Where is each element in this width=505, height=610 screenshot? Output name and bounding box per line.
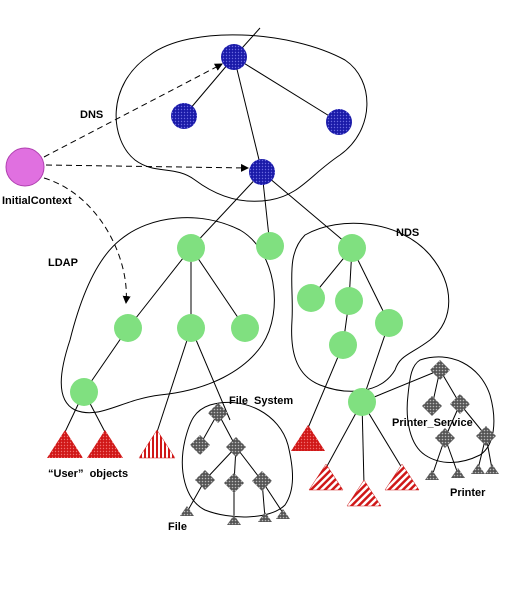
nds-node	[338, 234, 366, 262]
file-system-nodes	[180, 403, 290, 525]
fs-node	[226, 437, 246, 457]
initial-context-label: InitialContext	[2, 195, 72, 207]
directory-node	[256, 232, 284, 260]
ldap-node	[177, 314, 205, 342]
ps-node	[422, 396, 442, 416]
ps-node	[476, 426, 496, 446]
ldap-node	[114, 314, 142, 342]
dns-root-node	[221, 44, 247, 70]
striped-leaf	[138, 429, 176, 459]
file-label: File	[168, 521, 187, 533]
ldap-node	[70, 378, 98, 406]
user-object-leaf	[87, 430, 123, 458]
striped-leaf	[308, 463, 344, 491]
file-system-outline	[181, 401, 293, 518]
tree-edges	[64, 27, 493, 520]
leaf-objects	[47, 425, 420, 507]
directory-nodes	[70, 232, 403, 416]
nds-node	[297, 284, 325, 312]
file-system-label: File System	[229, 395, 293, 407]
printer-leaf	[451, 468, 465, 478]
ps-node	[435, 428, 455, 448]
printer-service-label: Printer_Service	[392, 417, 473, 429]
ldap-namespace-outline	[60, 217, 275, 414]
ldap-node	[231, 314, 259, 342]
dns-node	[171, 103, 197, 129]
dns-nodes	[171, 44, 352, 185]
ps-node	[430, 360, 450, 380]
dns-namespace-outline	[115, 34, 368, 202]
nds-label: NDS	[396, 227, 419, 239]
nds-namespace-outline	[291, 222, 450, 392]
printer-leaf	[425, 470, 439, 480]
file-leaf	[258, 512, 272, 522]
file-leaf	[227, 515, 241, 525]
printer-service-nodes	[422, 360, 499, 480]
ldap-node	[177, 234, 205, 262]
nds-node	[335, 287, 363, 315]
user-object-leaf	[47, 430, 83, 458]
dns-label: DNS	[80, 109, 103, 121]
ps-node	[450, 394, 470, 414]
nds-node	[329, 331, 357, 359]
context-arrows	[43, 63, 249, 304]
dns-node	[326, 109, 352, 135]
striped-leaf	[384, 463, 420, 491]
printer-label: Printer	[450, 487, 486, 499]
fs-node	[195, 470, 215, 490]
fs-node	[208, 403, 228, 423]
fs-node	[252, 471, 272, 491]
striped-leaf	[346, 479, 382, 507]
nds-node	[348, 388, 376, 416]
initial-context-node	[5, 147, 45, 187]
nds-leaf	[291, 425, 325, 451]
printer-leaf	[471, 464, 485, 474]
dns-node	[249, 159, 275, 185]
printer-leaf	[485, 464, 499, 474]
file-leaf	[180, 506, 194, 516]
fs-node	[190, 435, 210, 455]
user-objects-label: “User” objects	[48, 468, 128, 480]
printer-service-outline	[406, 356, 495, 463]
file-leaf	[276, 509, 290, 519]
fs-node	[224, 473, 244, 493]
ldap-label: LDAP	[48, 257, 78, 269]
nds-node	[375, 309, 403, 337]
